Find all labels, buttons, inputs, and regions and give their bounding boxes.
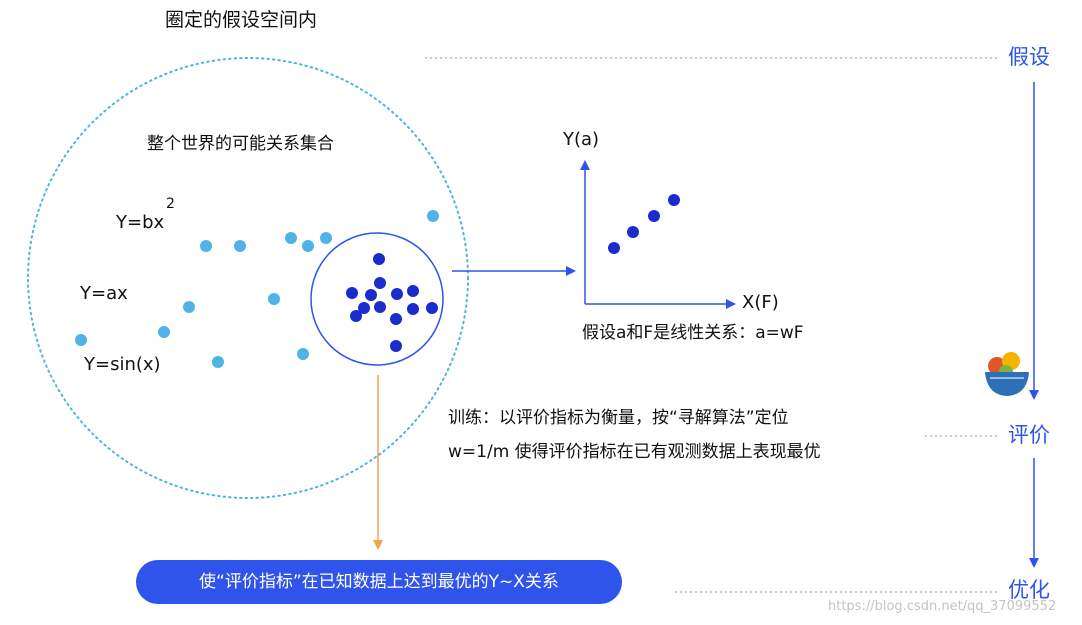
world-dot [212,356,224,368]
equation-linear: Y=ax [80,283,128,304]
world-dot [427,210,439,222]
world-dots [75,210,439,368]
hypothesis-dot [391,288,403,300]
hypothesis-dot [426,302,438,314]
hypothesis-dot [390,313,402,325]
world-dot [75,334,87,346]
hypothesis-space-circle [310,232,444,366]
hypothesis-dot [350,310,362,322]
world-dot [302,240,314,252]
training-description-line1: 训练：以评价指标为衡量，按“寻解算法”定位 [448,408,789,428]
plot-point [627,226,639,238]
hypothesis-dot [346,287,358,299]
hypothesis-dot [407,303,419,315]
hypothesis-dot [358,302,370,314]
hypothesis-dot [365,289,377,301]
hypothesis-dot [373,253,385,265]
plot-point [648,210,660,222]
world-set-circle [27,57,469,499]
plot-points [608,194,680,254]
goal-pill: 使“评价指标”在已知数据上达到最优的Y~X关系 [136,560,622,604]
training-description-line2: w=1/m 使得评价指标在已有观测数据上表现最优 [448,442,821,462]
hypothesis-dot [374,277,386,289]
watermark: https://blog.csdn.net/qq_37099552 [828,599,1057,614]
hypothesis-dot [374,301,386,313]
plot-point [608,242,620,254]
plot-point [668,194,680,206]
world-dot [200,240,212,252]
hypothesis-dot [407,285,419,297]
hypothesis-caption: 假设a和F是线性关系：a=wF [582,323,804,343]
stage-evaluation-label: 评价 [1008,423,1050,447]
world-dot [285,232,297,244]
world-dot [320,232,332,244]
fruit-bowl-icon [985,352,1029,396]
hypothesis-dot [390,340,402,352]
plot-y-axis-label: Y(a) [563,129,600,150]
world-dot [297,348,309,360]
stage-hypothesis-label: 假设 [1008,45,1050,69]
diagram-title: 圈定的假设空间内 [165,9,318,31]
plot-x-axis-label: X(F) [742,292,779,313]
equation-quadratic: Y=bx [116,212,165,233]
equation-quadratic-exponent: 2 [166,196,175,212]
world-dot [234,240,246,252]
world-dot [158,326,170,338]
world-set-label: 整个世界的可能关系集合 [147,134,334,154]
stage-optimization-label: 优化 [1008,578,1050,602]
hypothesis-dots [346,253,438,352]
equation-sine: Y=sin(x) [84,354,161,375]
world-dot [183,301,195,313]
world-dot [268,293,280,305]
